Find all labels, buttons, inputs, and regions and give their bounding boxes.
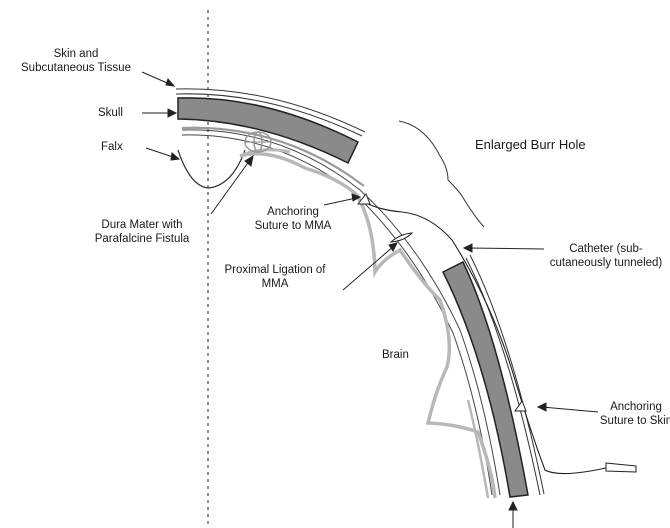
label-enlarged-burr-hole: Enlarged Burr Hole [475, 138, 586, 152]
label-skin-and-subcutaneous: Skin and Subcutaneous Tissue [6, 47, 146, 75]
burr-hole-brace [399, 121, 484, 227]
catheter-tip [606, 463, 636, 472]
label-falx: Falx [101, 140, 123, 154]
label-anchoring-suture-skin: Anchoring Suture to Skin [594, 400, 670, 428]
label-proximal-ligation: Proximal Ligation of MMA [220, 263, 330, 291]
label-brain: Brain [382, 348, 409, 362]
label-catheter: Catheter (sub- cutaneously tunneled) [545, 242, 667, 270]
falx-shape [178, 150, 245, 188]
label-dura-mater: Dura Mater with Parafalcine Fistula [72, 218, 212, 246]
label-anchoring-suture-mma: Anchoring Suture to MMA [248, 205, 338, 233]
suture-skin-marker [515, 401, 526, 411]
label-skull: Skull [98, 106, 123, 120]
